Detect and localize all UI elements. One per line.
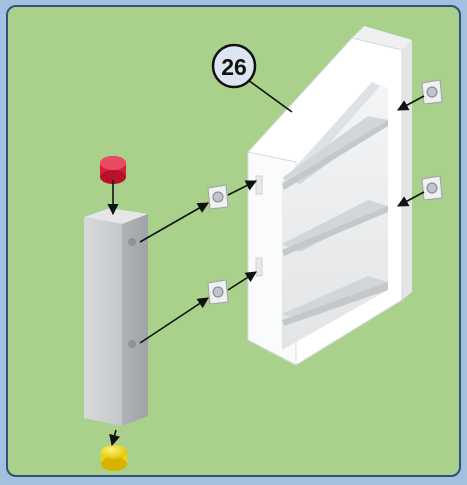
bracket-lower-left — [208, 280, 228, 304]
post-hole-lower — [128, 340, 136, 348]
step-number: 26 — [221, 54, 247, 80]
post-hole-upper — [128, 238, 136, 246]
square-post — [84, 208, 148, 426]
red-end-cap — [100, 156, 126, 184]
bracket-upper-left — [208, 185, 228, 209]
yellow-end-cap — [101, 445, 127, 471]
bracket-upper-right — [422, 80, 442, 104]
shelf-slot-upper — [256, 176, 262, 194]
shelf-slot-lower — [256, 258, 262, 276]
bracket-lower-right — [422, 176, 442, 200]
